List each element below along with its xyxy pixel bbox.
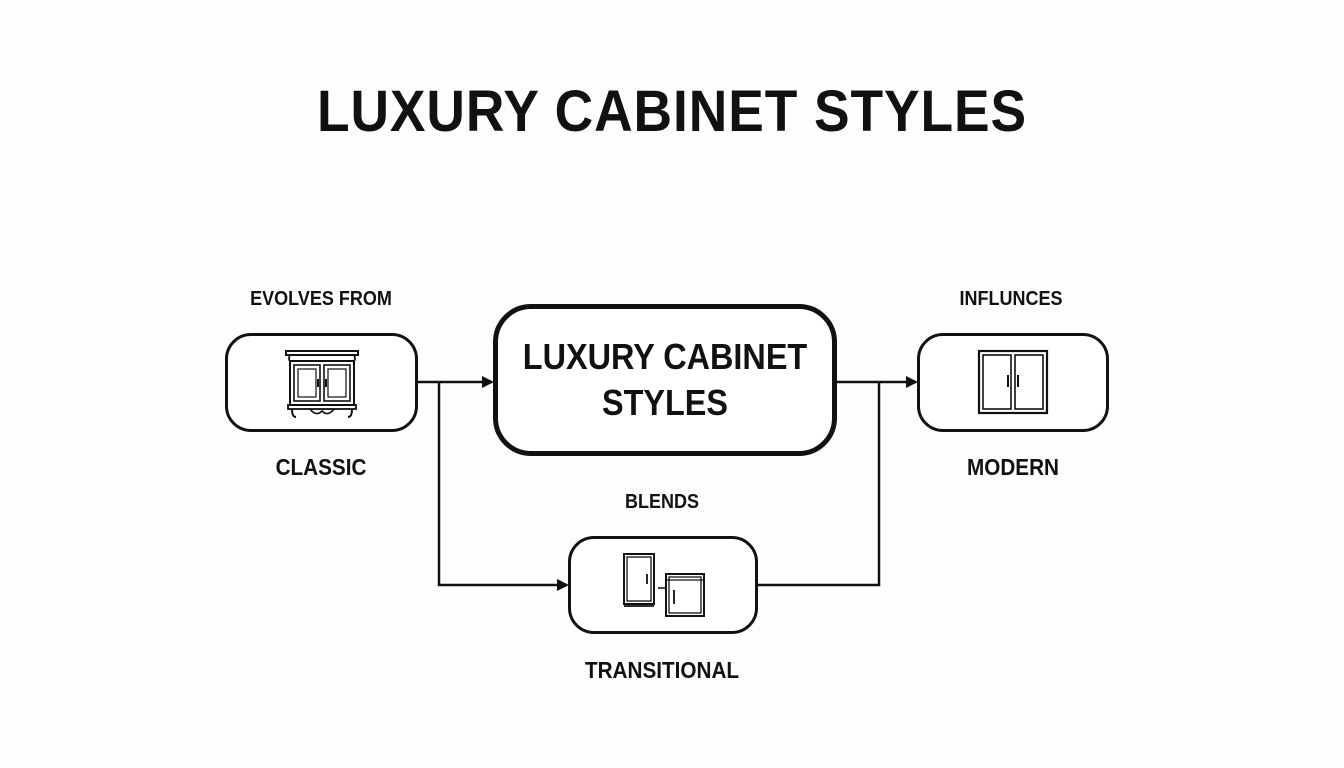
node-classic-label: CLASSIC [275,454,367,480]
center-node-label-line2: STYLES [601,382,729,423]
node-luxury-cabinet-styles[interactable]: LUXURY CABINET STYLES [493,304,837,456]
edge-label-influnces: INFLUNCES [959,288,1063,310]
node-transitional[interactable] [568,536,758,634]
node-modern-label: MODERN [966,454,1059,480]
diagram-title: LUXURY CABINET STYLES [316,79,1028,144]
modern-cabinet-icon [977,349,1049,414]
edge-classic-to-transitional [437,382,569,591]
node-classic[interactable] [225,333,418,432]
center-node-label: LUXURY CABINET STYLES [523,334,807,426]
center-node-label-line1: LUXURY CABINET [522,336,808,377]
edge-label-blends: BLENDS [624,491,699,513]
node-modern[interactable] [917,333,1109,432]
edge-label-evolves-from: EVOLVES FROM [250,288,392,310]
blended-cabinets-icon [623,553,705,617]
ornate-cabinet-icon [284,349,359,418]
node-transitional-label: TRANSITIONAL [584,657,740,683]
edge-transitional-to-modern [758,382,881,587]
